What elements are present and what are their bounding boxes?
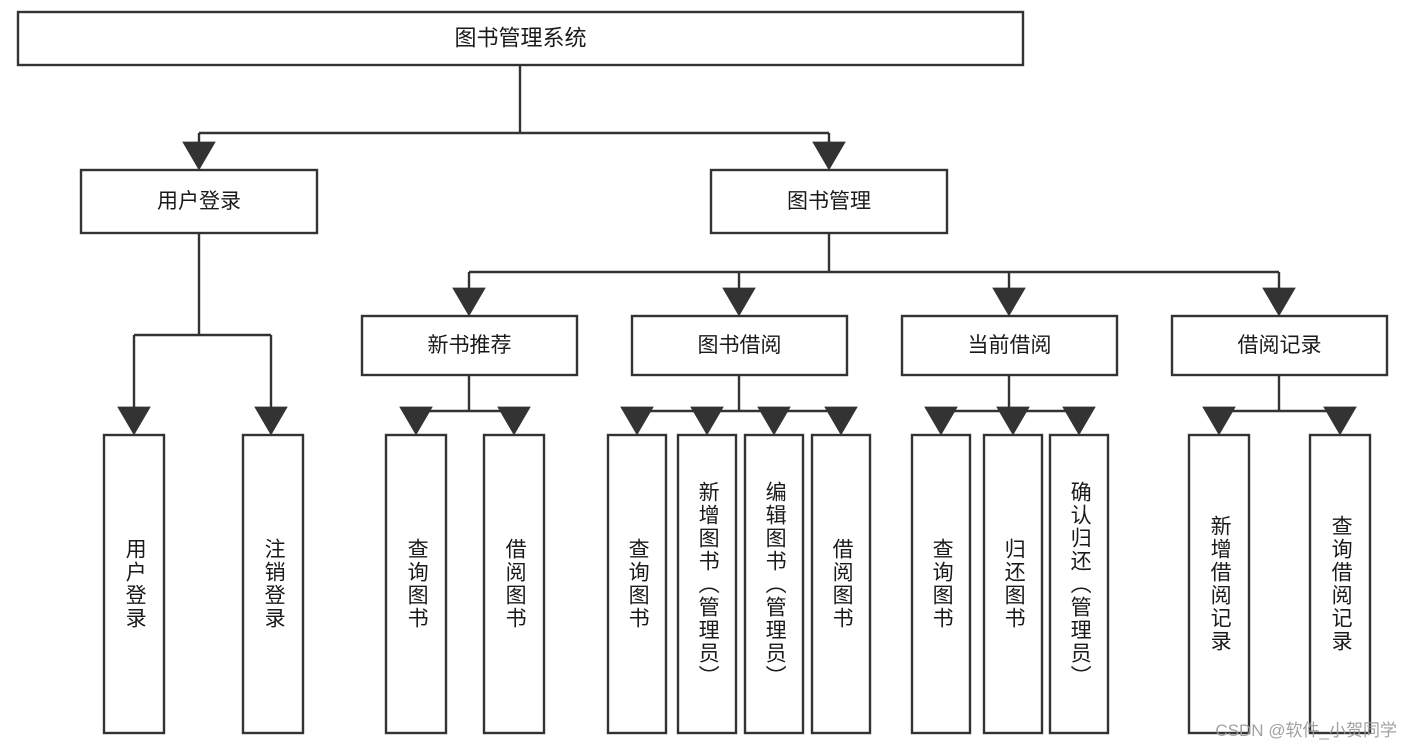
level3-node-box-1[interactable] [630,314,849,377]
leaf-node-box-11[interactable] [1187,433,1251,735]
leaf-node-box-5[interactable] [676,433,738,735]
level3-node-box-3[interactable] [1170,314,1389,377]
leaf-node-box-8[interactable] [910,433,972,735]
leaf-node-box-4[interactable] [606,433,668,735]
level3-node-label-0: 新书推荐 [428,334,512,357]
level3-node-box-0[interactable] [360,314,579,377]
leaf-node-box-12[interactable] [1308,433,1372,735]
root-node-box[interactable] [16,10,1025,67]
leaf-node-box-0[interactable] [102,433,166,735]
leaf-node-box-10[interactable] [1048,433,1110,735]
level2-node-label-1: 图书管理 [787,190,871,213]
leaf-node-box-7[interactable] [810,433,872,735]
level3-node-label-3: 借阅记录 [1238,334,1322,357]
level2-node-box-1[interactable] [709,168,949,235]
leaf-node-box-1[interactable] [241,433,305,735]
level2-node-label-0: 用户登录 [157,190,241,213]
leaf-node-box-2[interactable] [384,433,448,735]
level3-node-box-2[interactable] [900,314,1119,377]
level2-node-box-0[interactable] [79,168,319,235]
connector-layer [117,65,1357,436]
level3-node-label-2: 当前借阅 [968,334,1052,357]
leaf-node-box-3[interactable] [482,433,546,735]
leaf-node-box-6[interactable] [743,433,805,735]
leaf-node-box-9[interactable] [982,433,1044,735]
level3-node-label-1: 图书借阅 [698,334,782,357]
root-node-label: 图书管理系统 [454,25,586,50]
